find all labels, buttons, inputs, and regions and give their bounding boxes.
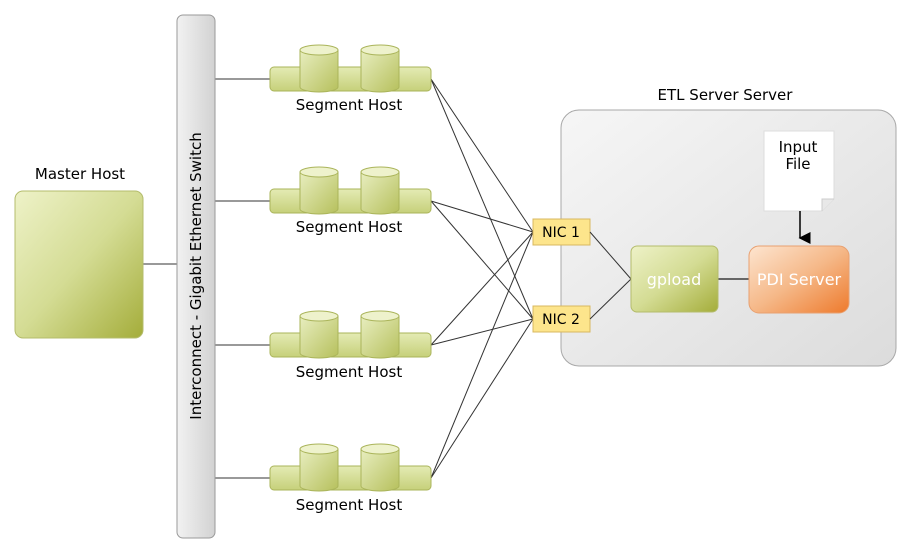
database-cylinder-icon bbox=[360, 449, 400, 492]
master-host-box bbox=[14, 190, 144, 339]
nic-1-label: NIC 1 bbox=[542, 225, 580, 241]
segment-host: Segment Host bbox=[269, 443, 432, 514]
nic-1-box bbox=[532, 218, 591, 246]
gpload-box bbox=[630, 245, 719, 313]
segment-nic1-line bbox=[430, 231, 534, 346]
etl-server-title: ETL Server Server bbox=[658, 86, 794, 104]
segment-host-label: Segment Host bbox=[296, 96, 403, 114]
database-cylinder-icon bbox=[360, 50, 400, 93]
pdi-server-label: PDI Server bbox=[757, 270, 842, 289]
segment-host: Segment Host bbox=[269, 310, 432, 381]
master-host-label: Master Host bbox=[35, 165, 125, 183]
segment-nic2-line bbox=[430, 200, 534, 320]
input-file-line1: Input bbox=[779, 138, 818, 156]
nic2-gpload-line bbox=[589, 278, 632, 320]
cylinder-top bbox=[360, 166, 400, 178]
ethernet-switch bbox=[176, 14, 216, 539]
database-cylinder-icon bbox=[360, 316, 400, 359]
etl-server-container bbox=[560, 109, 897, 367]
cylinder-top bbox=[299, 44, 339, 56]
connection-lines bbox=[143, 78, 534, 479]
segment-host-label: Segment Host bbox=[296, 363, 403, 381]
segment-nic1-line bbox=[430, 78, 534, 233]
switch-label: Interconnect - Gigabit Ethernet Switch bbox=[187, 132, 205, 419]
segment-host: Segment Host bbox=[269, 166, 432, 236]
segment-nic2-line bbox=[430, 318, 534, 346]
segment-nic2-line bbox=[430, 78, 534, 320]
database-cylinder-icon bbox=[299, 50, 339, 93]
segment-nic1-line bbox=[430, 231, 534, 479]
database-cylinder-icon bbox=[299, 449, 339, 492]
segment-host-label: Segment Host bbox=[296, 218, 403, 236]
file-fold bbox=[821, 198, 834, 211]
cylinder-top bbox=[299, 443, 339, 455]
pdi-server-box bbox=[748, 245, 850, 314]
database-cylinder-icon bbox=[360, 172, 400, 215]
cylinder-top bbox=[360, 310, 400, 322]
database-cylinder-icon bbox=[299, 316, 339, 359]
segment-host: Segment Host bbox=[269, 44, 432, 114]
segment-host-bar bbox=[269, 465, 432, 491]
segment-nic2-line bbox=[430, 318, 534, 479]
database-cylinder-icon bbox=[299, 172, 339, 215]
nic-2-box bbox=[532, 305, 591, 333]
cylinder-top bbox=[299, 310, 339, 322]
nic1-gpload-line bbox=[589, 231, 632, 280]
cylinder-top bbox=[360, 443, 400, 455]
nic-2-label: NIC 2 bbox=[542, 312, 580, 328]
segment-host-label: Segment Host bbox=[296, 496, 403, 514]
segment-host-bar bbox=[269, 188, 432, 214]
gpload-label: gpload bbox=[647, 270, 702, 289]
cylinder-top bbox=[360, 44, 400, 56]
input-file-line2: File bbox=[785, 155, 810, 173]
segment-nic1-line bbox=[430, 200, 534, 233]
segment-host-bar bbox=[269, 332, 432, 358]
segment-host-bar bbox=[269, 66, 432, 92]
cylinder-top bbox=[299, 166, 339, 178]
